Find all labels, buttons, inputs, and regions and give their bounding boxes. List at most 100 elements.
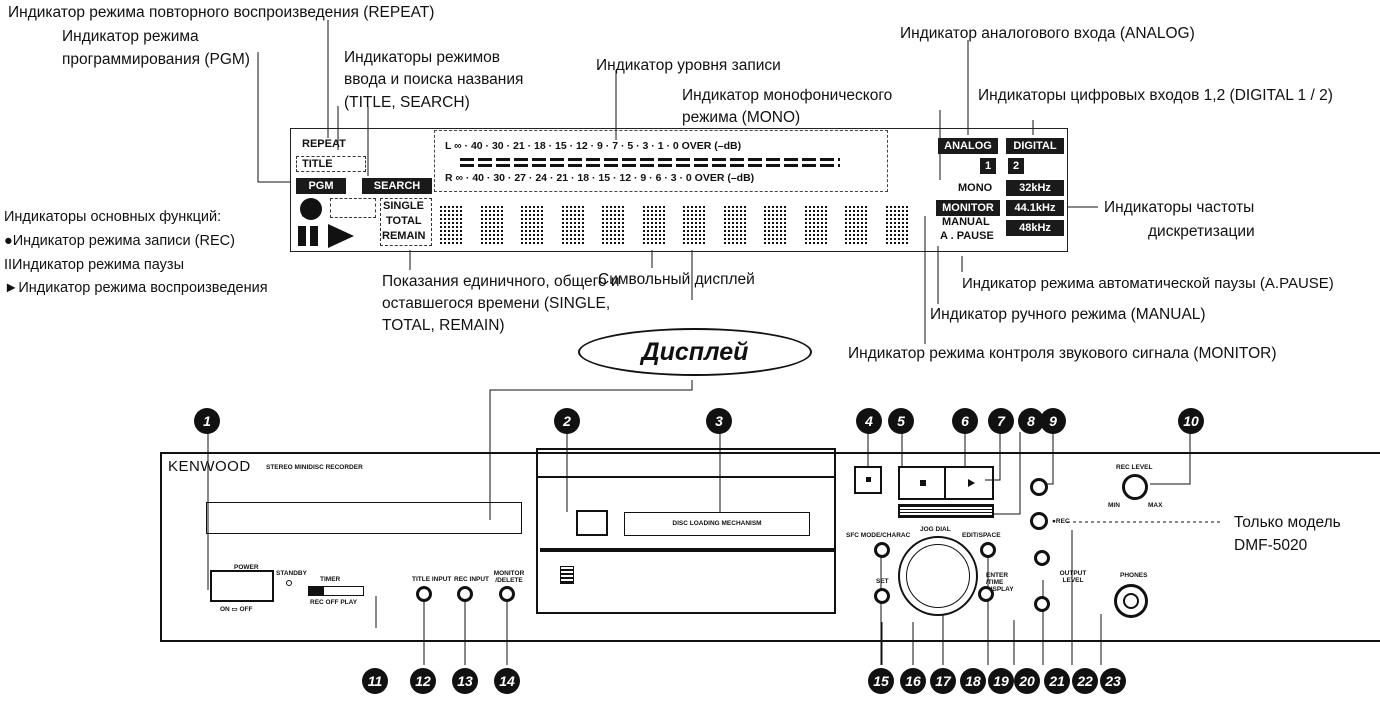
callout-sampling-line1: Индикаторы частоты [1104, 199, 1255, 216]
character-cell [723, 204, 746, 244]
callout-number-19: 19 [988, 668, 1014, 694]
title-input-label: TITLE INPUT [412, 576, 452, 583]
disc-lid-edge [540, 548, 834, 552]
eject-button[interactable] [854, 466, 882, 494]
title-input-button[interactable] [416, 586, 432, 602]
rec-input-button[interactable] [457, 586, 473, 602]
character-cell [683, 204, 705, 244]
power-label: POWER [234, 564, 259, 571]
monitor-delete-label: MONITOR /DELETE [493, 570, 525, 584]
meter-l-bar [460, 158, 840, 161]
total-indicator: TOTAL [386, 215, 422, 227]
set-button[interactable] [874, 588, 890, 604]
remain-indicator: REMAIN [382, 230, 426, 242]
callout-manual: Индикатор ручного режима (MANUAL) [930, 306, 1206, 323]
character-cell [561, 204, 584, 244]
character-cell [764, 204, 786, 244]
output-up-button[interactable] [1034, 550, 1050, 566]
callout-number-20: 20 [1014, 668, 1040, 694]
callout-number-11: 11 [362, 668, 388, 694]
character-cell [521, 204, 543, 244]
analog-indicator: ANALOG [938, 138, 998, 154]
callout-digital: Индикаторы цифровых входов 1,2 (DIGITAL … [978, 87, 1333, 104]
power-on-off: ON ▭ OFF [220, 606, 253, 613]
pause-button[interactable] [1030, 478, 1048, 496]
jog-dial-label: JOG DIAL [920, 526, 951, 533]
callout-apause: Индикатор режима автоматической паузы (A… [962, 275, 1334, 292]
callout-number-3: 3 [706, 408, 732, 434]
callout-char-display: Символьный дисплей [598, 271, 755, 288]
rec-level-min: MIN [1108, 502, 1120, 509]
rec-level-max: MAX [1148, 502, 1163, 509]
callout-pgm-line2: программирования (PGM) [62, 51, 250, 68]
standby-label: STANDBY [276, 570, 307, 577]
output-down-button[interactable] [1034, 596, 1050, 612]
monitor-delete-button[interactable] [499, 586, 515, 602]
display-panel [290, 128, 1068, 252]
stop-button[interactable] [900, 468, 946, 498]
standby-led [286, 580, 292, 586]
mono-indicator: MONO [958, 182, 993, 194]
level-meter [434, 130, 888, 192]
title-indicator: TITLE [302, 158, 333, 170]
brand-logo: KENWOOD [168, 458, 251, 475]
set-label: SET [876, 578, 889, 585]
callout-pause-fn: IIИндикатор режима паузы [4, 257, 184, 273]
manual-indicator: MANUAL [942, 216, 990, 228]
edit-space-button[interactable] [980, 542, 996, 558]
meter-r-scale: R ∞ · 40 · 30 · 27 · 24 · 21 · 18 · 15 ·… [445, 172, 755, 184]
disc-lid-top [536, 448, 836, 478]
meter-r-bar [460, 164, 840, 167]
callout-number-2: 2 [554, 408, 580, 434]
enter-button[interactable] [978, 586, 994, 602]
timer-label: TIMER [320, 576, 341, 583]
enter-label: ENTER /TIME DISPLAY [986, 572, 1014, 593]
digital-2-indicator: 2 [1008, 158, 1024, 174]
pause-icon-bar2 [310, 226, 318, 246]
callout-number-22: 22 [1072, 668, 1098, 694]
character-cell [480, 204, 503, 244]
rec-level-knob[interactable] [1122, 474, 1148, 500]
character-cell [845, 204, 867, 244]
power-button[interactable] [210, 570, 274, 602]
callout-only-model-line1: Только модель [1234, 514, 1341, 531]
character-cell [885, 204, 908, 244]
callout-number-8: 8 [1018, 408, 1044, 434]
stop-icon [920, 480, 926, 486]
rec-circle-icon [300, 198, 322, 220]
phones-jack-inner [1123, 593, 1139, 609]
disc-compartment [536, 476, 836, 614]
time-mode-box [380, 198, 432, 246]
repeat-indicator: REPEAT [302, 138, 346, 150]
digital-indicator: DIGITAL [1006, 138, 1064, 154]
rec-input-label: REC INPUT [454, 576, 490, 583]
jog-dial-inner [906, 544, 970, 608]
callout-sampling-line2: дискретизации [1148, 223, 1255, 240]
disc-mech-slot: DISC LOADING MECHANISM [624, 512, 810, 536]
freq-32khz-indicator: 32kHz [1006, 180, 1064, 196]
rec-button[interactable] [1030, 512, 1048, 530]
sfc-mode-button[interactable] [874, 542, 890, 558]
callout-number-13: 13 [452, 668, 478, 694]
callout-input-search-line2: ввода и поиска названия [344, 71, 524, 88]
character-cell [440, 204, 462, 244]
freq-44khz-indicator: 44.1kHz [1006, 200, 1064, 216]
device-display-window [206, 502, 522, 534]
callout-number-23: 23 [1100, 668, 1126, 694]
timer-switch[interactable] [308, 586, 364, 596]
callout-rec-fn: ●Индикатор режима записи (REC) [4, 233, 235, 249]
callout-mono-line1: Индикатор монофонического [682, 87, 893, 104]
callout-number-18: 18 [960, 668, 986, 694]
callout-analog: Индикатор аналогового входа (ANALOG) [900, 25, 1195, 42]
sfc-mode-label: SFC MODE/CHARAC [846, 532, 911, 539]
skip-buttons[interactable] [898, 504, 994, 518]
apause-indicator: A . PAUSE [940, 230, 994, 242]
callout-number-9: 9 [1040, 408, 1066, 434]
minidisc-logo [560, 566, 574, 584]
timer-modes: REC OFF PLAY [310, 599, 358, 606]
callout-number-6: 6 [952, 408, 978, 434]
character-cell [804, 204, 827, 244]
callout-number-10: 10 [1178, 408, 1204, 434]
rec-level-label: REC LEVEL [1116, 464, 1153, 471]
